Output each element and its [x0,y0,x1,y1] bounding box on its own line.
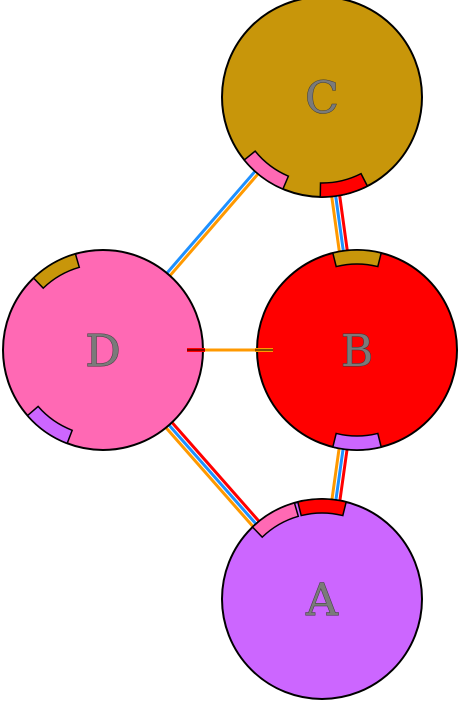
link-strand [168,172,260,277]
node-label: B [341,326,373,377]
link-c-b [330,195,349,252]
node-label: A [305,575,339,626]
port-a [251,501,300,539]
node-label: C [305,73,339,124]
link-strand [330,448,341,500]
link-strand [170,421,261,523]
link-strand [165,170,257,275]
port-b [331,249,383,268]
link-strand [338,195,349,251]
link-b-a [330,448,349,501]
link-d-a [164,421,261,528]
port-c [243,150,290,191]
link-c-d [165,170,260,277]
node-a: A [221,498,423,700]
port-d [32,252,81,290]
link-strand [164,426,255,528]
links-layer [164,170,349,528]
link-strand [167,424,258,525]
node-label: D [85,326,120,377]
link-strand [334,448,345,501]
port-b [331,432,383,451]
link-strand [330,196,341,252]
node-b: B [256,249,458,451]
link-strand [338,449,349,501]
port-a [296,498,348,517]
port-c [319,172,369,198]
link-strand [334,195,345,252]
node-c: C [221,0,423,198]
port-d [26,405,74,445]
